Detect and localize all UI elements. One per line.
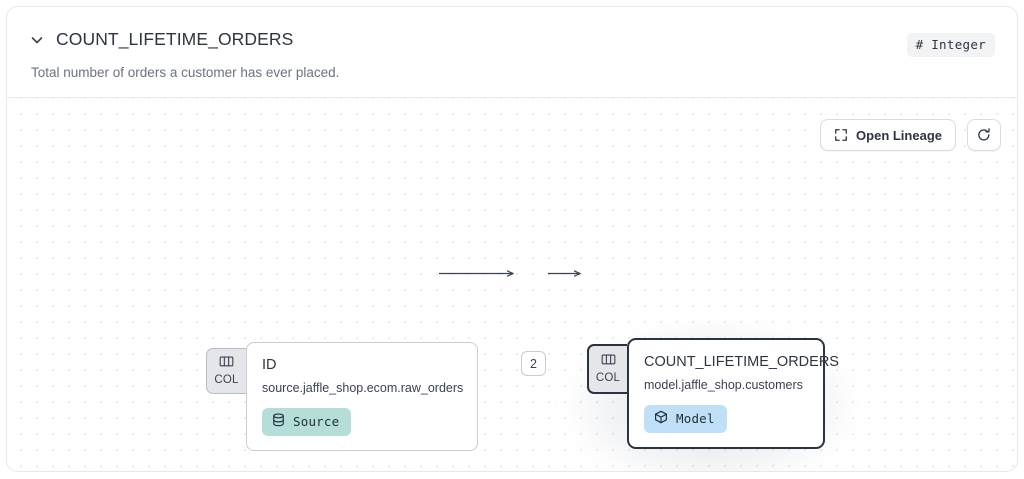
canvas-toolbar: Open Lineage [820, 119, 1001, 151]
columns-icon [219, 356, 234, 374]
chevron-down-icon[interactable] [29, 32, 45, 48]
node-kind-badge: Source [262, 408, 352, 437]
lineage-edges [439, 98, 1017, 471]
refresh-icon [976, 127, 992, 143]
node-body[interactable]: COUNT_LIFETIME_ORDERS model.jaffle_shop.… [627, 338, 839, 450]
open-lineage-button[interactable]: Open Lineage [820, 119, 956, 151]
node-body[interactable]: ID source.jaffle_shop.ecom.raw_orders So… [246, 342, 478, 452]
open-lineage-label: Open Lineage [856, 127, 942, 143]
expand-icon [834, 128, 848, 142]
node-title: COUNT_LIFETIME_ORDERS [644, 354, 839, 370]
column-tab-label: COL [214, 373, 239, 386]
lineage-node-source[interactable]: COL ID source.jaffle_shop.ecom.raw_order… [206, 342, 478, 452]
page-title: COUNT_LIFETIME_ORDERS [56, 29, 294, 49]
cube-icon [654, 410, 668, 427]
edge-count-badge[interactable]: 2 [521, 351, 546, 376]
node-kind-label: Model [676, 411, 715, 427]
page-description: Total number of orders a customer has ev… [31, 65, 340, 80]
node-kind-label: Source [293, 414, 340, 430]
lineage-canvas[interactable]: Open Lineage 2 [7, 98, 1017, 471]
column-tab[interactable]: COL [587, 344, 627, 394]
column-lineage-card: COUNT_LIFETIME_ORDERS Total number of or… [6, 6, 1018, 472]
node-subtitle: model.jaffle_shop.customers [644, 378, 803, 393]
column-tab[interactable]: COL [206, 348, 246, 394]
title-row: COUNT_LIFETIME_ORDERS [29, 29, 293, 50]
data-type-badge: # Integer [906, 33, 995, 57]
refresh-button[interactable] [967, 119, 1001, 151]
lineage-node-model[interactable]: COL COUNT_LIFETIME_ORDERS model.jaffle_s… [587, 338, 839, 450]
node-subtitle: source.jaffle_shop.ecom.raw_orders [262, 381, 464, 396]
column-tab-label: COL [595, 371, 621, 384]
node-title: ID [262, 357, 277, 373]
card-header: COUNT_LIFETIME_ORDERS Total number of or… [7, 7, 1017, 98]
columns-icon [601, 354, 616, 372]
node-kind-badge: Model [644, 405, 727, 434]
database-icon [272, 413, 285, 430]
